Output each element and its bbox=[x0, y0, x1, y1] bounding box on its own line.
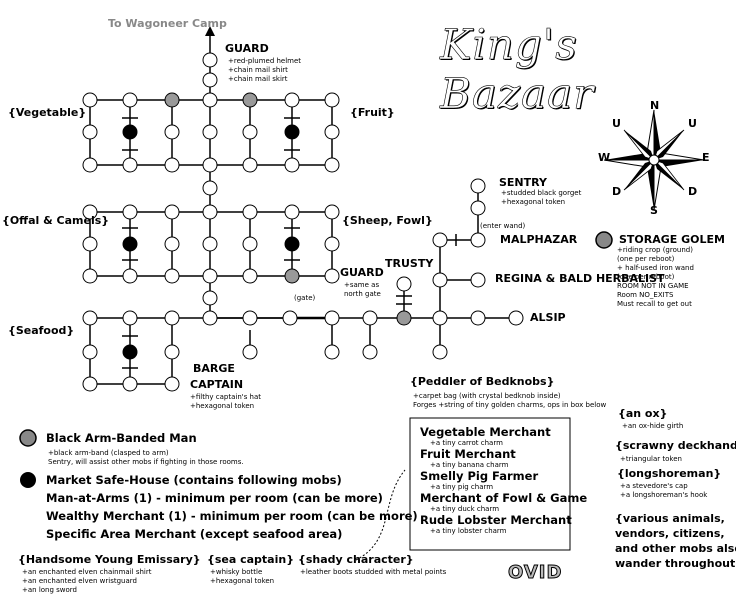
merchant-name: Merchant of Fowl & Game bbox=[420, 491, 588, 505]
malphazar-label: MALPHAZAR bbox=[500, 233, 578, 246]
area-fruit: {Fruit} bbox=[350, 106, 395, 119]
regina-label: REGINA & BALD HERBALIST bbox=[495, 272, 665, 285]
alsip-label: ALSIP bbox=[530, 311, 566, 324]
peddler-name: {Peddler of Bedknobs} bbox=[410, 375, 555, 388]
barge-items: +filthy captain's hat+hexagonal token bbox=[190, 393, 262, 410]
emissary-items: +an enchanted elven chainmail shirt+an e… bbox=[22, 568, 152, 594]
compass-e: E bbox=[702, 151, 710, 164]
shady-name: {shady character} bbox=[298, 553, 414, 566]
rungs bbox=[122, 117, 457, 369]
legend-safe-house: Market Safe-House (contains following mo… bbox=[46, 473, 418, 541]
wander-note: {various animals,vendors, citizens,and o… bbox=[615, 512, 736, 570]
shady-items: +leather boots studded with metal points bbox=[300, 568, 447, 576]
north-arrow-icon bbox=[205, 26, 215, 36]
compass-rose-icon bbox=[603, 109, 705, 211]
page-title: King's Bazaar bbox=[440, 20, 595, 119]
storage-golem-name: STORAGE GOLEM bbox=[619, 233, 725, 246]
trusty-label: TRUSTY bbox=[385, 257, 434, 270]
area-seafood: {Seafood} bbox=[8, 324, 75, 337]
barge-name-2: CAPTAIN bbox=[190, 378, 244, 391]
compass-se: D bbox=[688, 185, 698, 198]
compass-sw: D bbox=[612, 185, 622, 198]
area-vegetable: {Vegetable} bbox=[8, 106, 87, 119]
legend-black-arm-items: +black arm-band (clasped to arm)Sentry, … bbox=[48, 449, 244, 466]
compass-nw: U bbox=[612, 117, 621, 130]
emissary-name: {Handsome Young Emissary} bbox=[18, 553, 201, 566]
legend-black-arm-name: Black Arm-Banded Man bbox=[46, 431, 197, 445]
merchant-item: +a tiny lobster charm bbox=[430, 527, 507, 535]
enter-wand-label: (enter wand) bbox=[480, 222, 526, 230]
peddler-items: +carpet bag (with crystal bedknob inside… bbox=[413, 392, 607, 409]
ox-item: +an ox-hide girth bbox=[622, 422, 684, 430]
area-offal: {Offal & Camels} bbox=[2, 214, 110, 227]
compass-n: N bbox=[650, 99, 660, 112]
merchant-box bbox=[409, 417, 571, 551]
sentry-items: +studded black gorget+hexagonal token bbox=[501, 189, 582, 206]
storage-golem-items: +riding crop (ground)(one per reboot) + … bbox=[617, 246, 694, 308]
barge-name-1: BARGE bbox=[193, 362, 235, 375]
merchant-list: Vegetable Merchant +a tiny carrot charm … bbox=[420, 426, 587, 536]
merchant-item: +a tiny duck charm bbox=[430, 505, 500, 513]
shady-connector bbox=[355, 469, 406, 561]
merchant-name: Smelly Pig Farmer bbox=[420, 469, 539, 483]
sentry-name: SENTRY bbox=[499, 176, 547, 189]
area-sheep: {Sheep, Fowl} bbox=[342, 214, 433, 227]
exit-north-label: To Wagoneer Camp bbox=[108, 17, 227, 30]
legend-gray-swatch bbox=[19, 429, 37, 447]
deckhand-item: +triangular token bbox=[620, 455, 682, 463]
rooms bbox=[82, 52, 613, 392]
compass-s: S bbox=[650, 204, 658, 217]
merchant-name: Rude Lobster Merchant bbox=[420, 513, 572, 527]
compass-ne: U bbox=[688, 117, 697, 130]
credit-logo: OVID bbox=[507, 562, 563, 584]
merchant-item: +a tiny banana charm bbox=[430, 461, 509, 469]
guard-north-items: +red-plumed helmet+chain mail shirt+chai… bbox=[228, 57, 302, 83]
guard-north-name: GUARD bbox=[225, 42, 269, 55]
deckhand-name: {scrawny deckhand} bbox=[615, 439, 736, 452]
longshoreman-items: +a stevedore's cap+a longshoreman's hook bbox=[620, 482, 708, 499]
guard-gate-name: GUARD bbox=[340, 266, 384, 279]
merchant-name: Fruit Merchant bbox=[420, 447, 516, 461]
sea-captain-items: +whisky bottle+hexagonal token bbox=[210, 568, 275, 585]
sea-captain-name: {sea captain} bbox=[207, 553, 295, 566]
legend-black-swatch bbox=[20, 472, 36, 488]
gate-label: (gate) bbox=[294, 294, 316, 302]
ox-name: {an ox} bbox=[618, 407, 668, 420]
longshoreman-name: {longshoreman} bbox=[617, 467, 722, 480]
merchant-item: +a tiny carrot charm bbox=[430, 439, 503, 447]
compass-w: W bbox=[598, 151, 611, 164]
merchant-name: Vegetable Merchant bbox=[420, 425, 551, 439]
merchant-item: +a tiny pig charm bbox=[430, 483, 494, 491]
